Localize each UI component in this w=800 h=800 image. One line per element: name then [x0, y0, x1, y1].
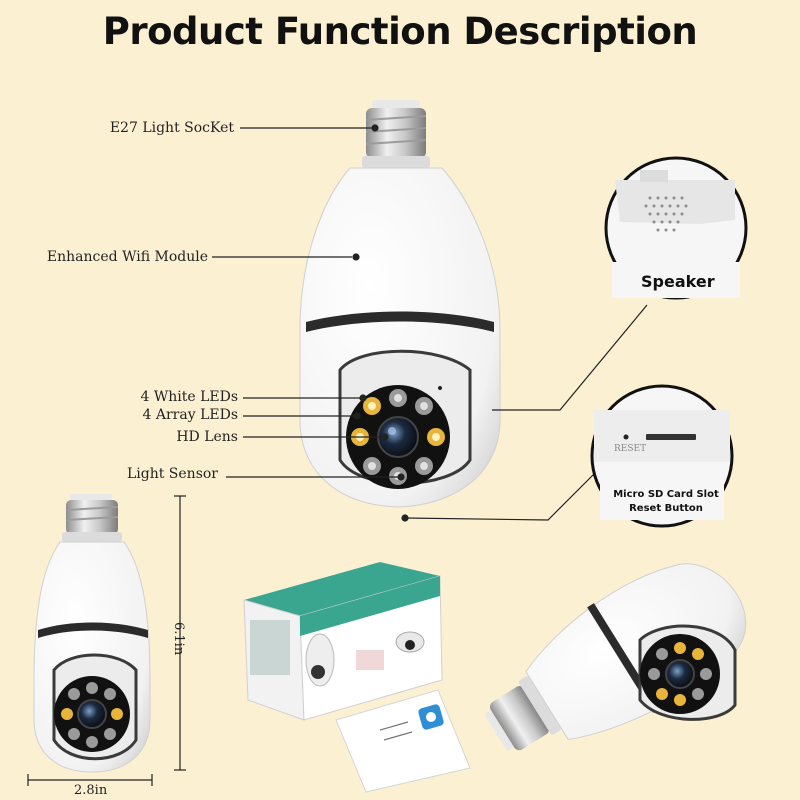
label-wifi-module: Enhanced Wifi Module — [46, 249, 208, 265]
label-light-sensor: Light Sensor — [126, 466, 218, 482]
product-box — [243, 562, 443, 721]
lying-bulb-face — [638, 624, 737, 721]
leader-lines — [212, 124, 648, 522]
dimension-bulb — [33, 494, 151, 773]
reset-hole — [623, 434, 629, 440]
height-dimension: 6.1in — [171, 622, 186, 656]
user-manual — [335, 689, 471, 793]
dimension-lines — [27, 495, 186, 786]
label-sd-slot: Micro SD Card Slot — [613, 489, 719, 500]
speaker-inset — [604, 156, 748, 300]
label-array-leds: 4 Array LEDs — [142, 407, 238, 423]
main-bulb-camera — [299, 100, 501, 508]
label-hd-lens: HD Lens — [176, 429, 238, 445]
reset-print-text: RESET — [614, 444, 647, 454]
label-e27-socket: E27 Light SocKet — [109, 120, 234, 136]
sd-slot — [646, 434, 696, 440]
width-dimension: 2.8in — [74, 783, 108, 798]
label-speaker: Speaker — [641, 272, 715, 291]
page-title: Product Function Description — [102, 10, 698, 53]
sd-slot-inset — [590, 384, 734, 528]
label-white-leds: 4 White LEDs — [140, 389, 238, 405]
label-reset-button: Reset Button — [629, 503, 703, 514]
e27-socket — [362, 100, 430, 168]
